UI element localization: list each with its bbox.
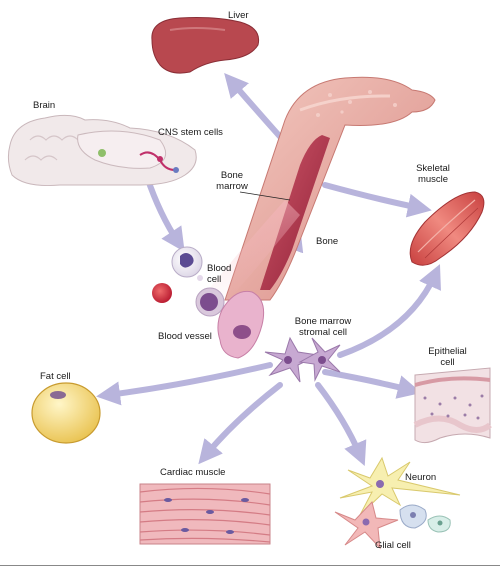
arrow-to-cardiac-muscle — [198, 382, 283, 465]
label-bone: Bone — [316, 236, 339, 247]
label-blood-cell-line2: cell — [207, 274, 222, 285]
label-blood-vessel: Blood vessel — [158, 331, 212, 342]
bone-illustration — [200, 76, 436, 310]
arrow-from-stromal-up — [337, 264, 441, 358]
bottom-divider — [0, 565, 500, 566]
label-cns-stem-cells: CNS stem cells — [158, 127, 223, 138]
label-glial-cell: Glial cell — [375, 540, 411, 551]
arrow-to-skeletal-muscle — [322, 182, 432, 218]
label-blood-cell-line1: Blood — [207, 263, 232, 274]
arrow-to-neuron — [315, 382, 367, 467]
label-stromal-cell-line2: stromal cell — [298, 327, 348, 338]
label-liver: Liver — [228, 10, 249, 21]
label-blood-cell: Blood cell — [207, 263, 231, 285]
label-epithelial-cell: Epithelial cell — [420, 346, 475, 368]
label-cardiac-muscle: Cardiac muscle — [160, 467, 226, 478]
arrow-to-blood-cells — [144, 174, 185, 252]
label-brain: Brain — [33, 100, 56, 111]
neuron-illustration — [339, 456, 461, 516]
skeletal-muscle-illustration — [409, 191, 485, 266]
brain-illustration — [7, 114, 197, 186]
stromal-cells-illustration — [264, 336, 341, 383]
fat-cell-illustration — [31, 382, 101, 444]
arrow-to-epithelial — [322, 369, 422, 399]
glial-cell-illustration — [334, 500, 451, 550]
label-stromal-cell: Bone marrow stromal cell — [288, 316, 358, 338]
label-stromal-cell-line1: Bone marrow — [294, 316, 352, 327]
blood-cells-illustration — [152, 246, 225, 317]
label-epithelial-cell-line2: cell — [440, 357, 455, 368]
liver-illustration — [151, 17, 260, 74]
label-bone-marrow-line2: marrow — [216, 181, 248, 192]
label-epithelial-cell-line1: Epithelial — [428, 346, 467, 357]
label-skeletal-muscle: Skeletal muscle — [408, 163, 458, 185]
label-skeletal-muscle-line2: muscle — [417, 174, 449, 185]
blood-vessel-illustration — [217, 290, 265, 359]
label-bone-marrow: Bone marrow — [212, 170, 252, 192]
label-neuron: Neuron — [405, 472, 437, 483]
epithelial-illustration — [413, 367, 492, 444]
label-fat-cell: Fat cell — [40, 371, 71, 382]
arrow-to-fat-cell — [96, 362, 273, 406]
label-bone-marrow-line1: Bone — [220, 170, 244, 181]
label-skeletal-muscle-line1: Skeletal — [416, 163, 450, 174]
cardiac-muscle-illustration — [139, 483, 271, 545]
